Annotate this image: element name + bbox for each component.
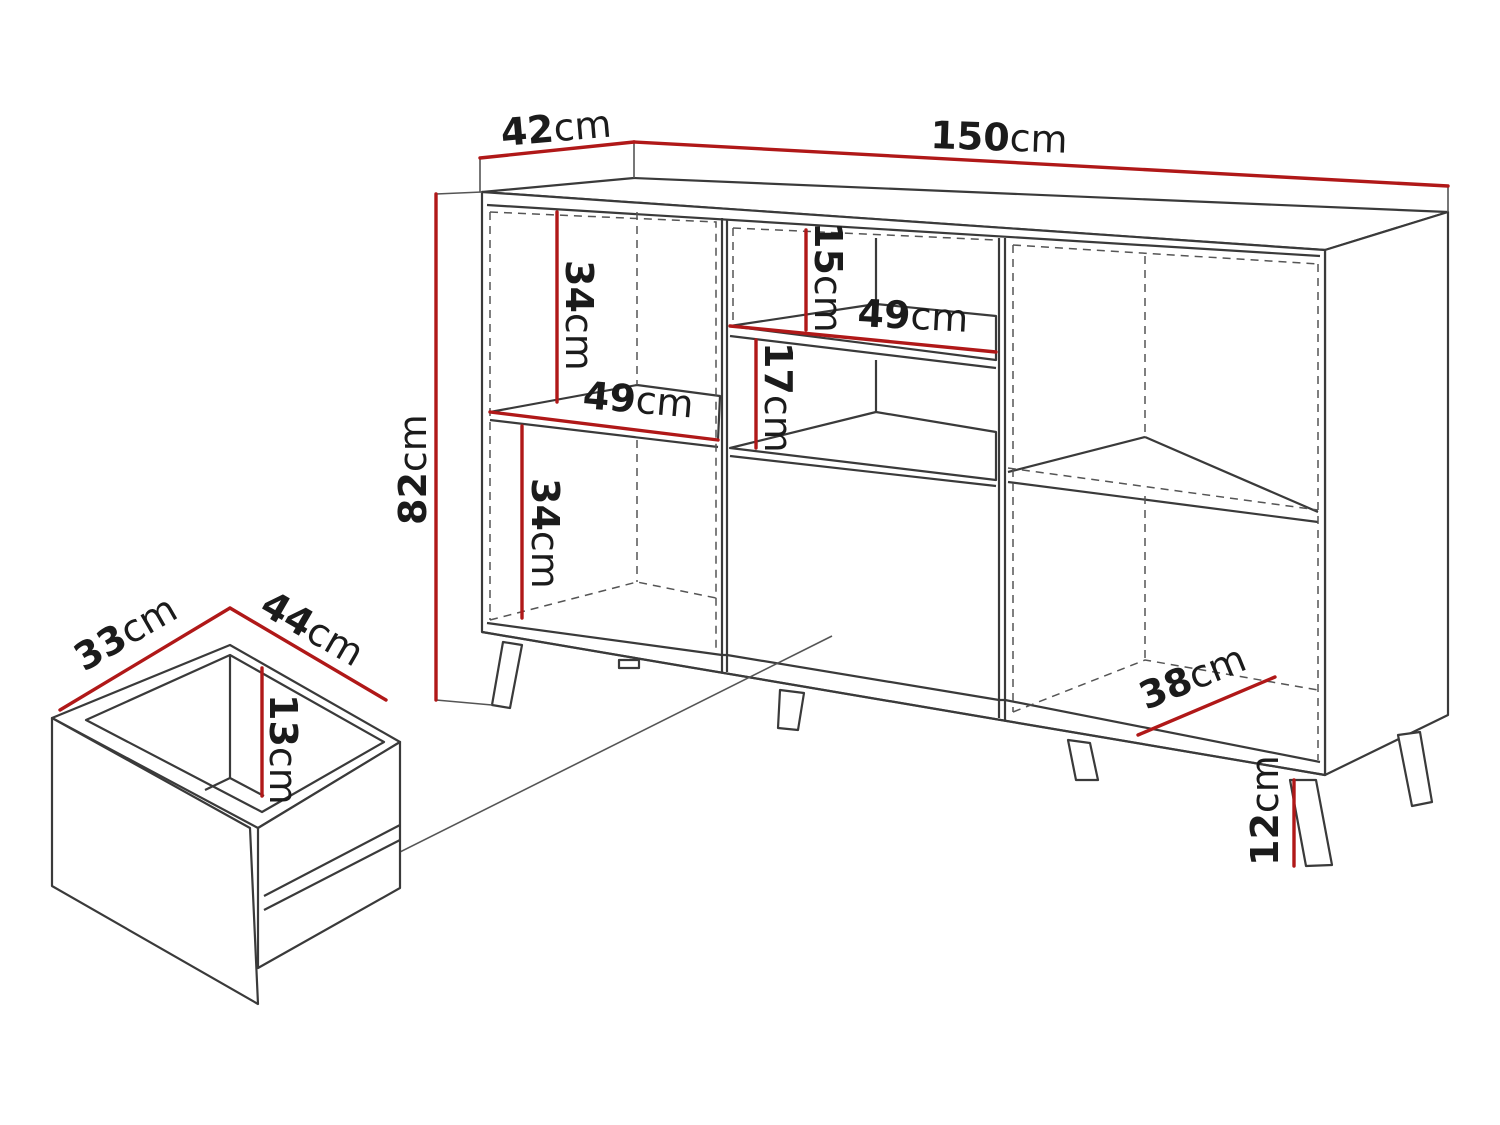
reference-lines xyxy=(379,142,1449,863)
dim-line-depth xyxy=(478,140,636,160)
dim-line-drawer-depth xyxy=(228,606,388,702)
dimension-lines xyxy=(58,140,1450,868)
label-left-lower-height: 34cm xyxy=(523,478,567,589)
right-side-panel xyxy=(1323,210,1450,777)
legs xyxy=(490,640,1434,868)
leg-middle-right xyxy=(1066,738,1100,782)
label-cabinet-height: 82cm xyxy=(391,414,435,525)
label-mid-shelf-width: 49cm xyxy=(857,291,970,341)
label-drawer-height: 13cm xyxy=(261,694,305,805)
dim-line-mid-shelf xyxy=(728,324,998,354)
label-left-shelf-width: 49cm xyxy=(581,373,695,426)
sideboard-body xyxy=(480,176,1450,777)
drawer-side xyxy=(256,740,402,970)
label-leg-height: 12cm xyxy=(1243,755,1287,866)
dim-line-right-depth xyxy=(1136,675,1277,737)
hidden-edges xyxy=(489,211,1319,760)
leg-front-right xyxy=(1288,778,1334,868)
dim-line-left-shelf xyxy=(488,410,720,442)
middle-lower-shelf xyxy=(728,410,998,482)
leg-back-right xyxy=(1396,730,1434,808)
label-mid-top-height: 15cm xyxy=(806,222,850,333)
label-left-upper-height: 34cm xyxy=(557,260,601,371)
drawer-front xyxy=(50,716,260,1006)
handle xyxy=(617,658,641,670)
dim-line-width xyxy=(632,140,1450,188)
label-drawer-width: 33cm xyxy=(67,586,185,680)
front-inner-top xyxy=(486,203,1321,258)
drawer xyxy=(50,607,402,1006)
label-drawer-depth: 44cm xyxy=(254,582,372,676)
label-cabinet-depth: 42cm xyxy=(499,101,613,154)
dim-line-drawer-width xyxy=(58,606,232,712)
label-cabinet-width: 150cm xyxy=(930,113,1069,162)
leg-middle-left xyxy=(776,688,806,732)
leg-front-left xyxy=(490,640,524,710)
label-mid-lower-height: 17cm xyxy=(756,342,800,453)
